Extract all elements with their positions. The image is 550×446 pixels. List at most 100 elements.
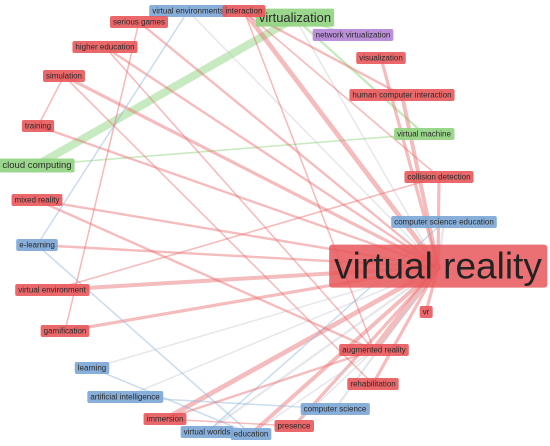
node-box	[329, 244, 548, 288]
node-box	[21, 120, 55, 133]
edge-mixed-reality-augmented-reality	[35, 198, 376, 352]
node-box	[419, 306, 433, 319]
node-rehabilitation[interactable]: rehabilitation	[347, 378, 399, 391]
edge-virtual-worlds-virtual-reality	[205, 265, 440, 434]
node-box	[339, 344, 409, 357]
node-virtual-machine[interactable]: virtual machine	[394, 128, 455, 141]
node-e-learning[interactable]: e-learning	[16, 239, 58, 252]
node-virtualization[interactable]: virtualization	[255, 8, 335, 27]
node-label: rehabilitation	[350, 380, 395, 389]
node-box	[149, 5, 227, 18]
node-box	[230, 428, 272, 441]
node-computer-science[interactable]: computer science	[300, 403, 370, 416]
node-label: human computer interaction	[352, 91, 451, 100]
node-label: virtual environments	[152, 7, 224, 16]
node-box	[347, 378, 399, 391]
node-box	[312, 29, 394, 42]
node-computer-science-education[interactable]: computer science education	[391, 216, 497, 229]
edge-interaction-collision-detection	[243, 10, 440, 178]
node-label: education	[234, 430, 269, 439]
node-label: vr	[423, 308, 430, 317]
node-label: gamification	[44, 327, 87, 336]
edge-training-simulation	[37, 75, 65, 127]
node-collision-detection[interactable]: collision detection	[404, 171, 474, 184]
node-label: artificial intelligence	[90, 393, 160, 402]
node-box	[11, 194, 63, 207]
edge-immersion-presence	[164, 418, 295, 427]
edge-learning-education	[91, 367, 252, 435]
node-simulation[interactable]: simulation	[42, 70, 86, 83]
node-box	[255, 8, 335, 27]
node-label: virtual environment	[18, 286, 86, 295]
node-label: mixed reality	[15, 196, 60, 205]
node-augmented-reality[interactable]: augmented reality	[339, 344, 409, 357]
node-label: e-learning	[19, 241, 55, 250]
node-virtual-worlds[interactable]: virtual worlds	[180, 426, 234, 439]
node-layer: virtual reality virtualization cloud compu…	[0, 5, 548, 441]
edge-cloud-computing-virtual-machine	[36, 133, 425, 166]
edge-immersion-virtual-reality	[162, 264, 441, 422]
node-visualization[interactable]: visualization	[356, 52, 406, 65]
node-label: learning	[78, 364, 106, 373]
node-label: visualization	[359, 54, 403, 63]
edge-simulation-virtual-reality	[62, 74, 440, 269]
node-box	[391, 216, 497, 229]
node-interaction[interactable]: interaction	[222, 5, 266, 18]
node-box	[404, 171, 474, 184]
node-human-computer-interaction[interactable]: human computer interaction	[349, 89, 455, 102]
node-box	[15, 284, 90, 297]
edge-augmented-reality-education	[250, 349, 375, 435]
node-box	[356, 52, 406, 65]
node-box	[16, 239, 58, 252]
node-label: cloud computing	[2, 160, 71, 171]
node-mixed-reality[interactable]: mixed reality	[11, 194, 63, 207]
node-label: computer science	[304, 405, 367, 414]
node-label: simulation	[46, 72, 82, 81]
node-box	[72, 41, 138, 54]
edge-virtual-environment-collision-detection	[51, 176, 440, 291]
node-vr[interactable]: vr	[419, 306, 433, 319]
node-label: virtualization	[259, 10, 331, 25]
node-virtual-reality[interactable]: virtual reality	[329, 244, 548, 288]
edge-training-virtual-reality	[36, 124, 440, 269]
edge-virtualization-cloud-computing	[33, 14, 299, 169]
node-higher-education[interactable]: higher education	[72, 41, 138, 54]
node-label: serious games	[113, 18, 165, 27]
node-education[interactable]: education	[230, 428, 272, 441]
node-label: higher education	[75, 43, 134, 52]
node-label: immersion	[147, 415, 184, 424]
node-virtual-environments[interactable]: virtual environments	[149, 5, 227, 18]
node-presence[interactable]: presence	[274, 420, 314, 433]
edge-augmented-reality-immersion	[163, 348, 376, 421]
node-box	[222, 5, 266, 18]
node-artificial-intelligence[interactable]: artificial intelligence	[87, 391, 164, 404]
node-learning[interactable]: learning	[74, 362, 110, 375]
node-virtual-environment[interactable]: virtual environment	[15, 284, 90, 297]
node-box	[0, 158, 75, 173]
edge-serious-games-virtual-reality	[137, 20, 440, 269]
node-label: virtual reality	[334, 246, 542, 287]
edge-simulation-rehabilitation	[63, 75, 374, 385]
node-immersion[interactable]: immersion	[143, 413, 187, 426]
node-training[interactable]: training	[21, 120, 55, 133]
node-label: augmented reality	[342, 346, 406, 355]
node-box	[87, 391, 164, 404]
node-box	[109, 16, 169, 29]
node-gamification[interactable]: gamification	[40, 325, 90, 338]
node-label: virtual worlds	[184, 428, 231, 437]
node-label: virtual machine	[397, 130, 451, 139]
node-label: computer science education	[394, 218, 494, 227]
edge-e-learning-education	[36, 244, 252, 435]
node-box	[42, 70, 86, 83]
node-cloud-computing[interactable]: cloud computing	[0, 158, 75, 173]
edge-interaction-augmented-reality	[243, 10, 375, 351]
edge-virtual-environments-e-learning	[36, 10, 189, 246]
node-label: presence	[278, 422, 311, 431]
node-label: training	[25, 122, 51, 131]
node-box	[394, 128, 455, 141]
node-box	[74, 362, 110, 375]
node-serious-games[interactable]: serious games	[109, 16, 169, 29]
edge-artificial-intelligence-virtual-reality	[124, 266, 439, 398]
node-network-virtualization[interactable]: network virtualization	[312, 29, 394, 42]
